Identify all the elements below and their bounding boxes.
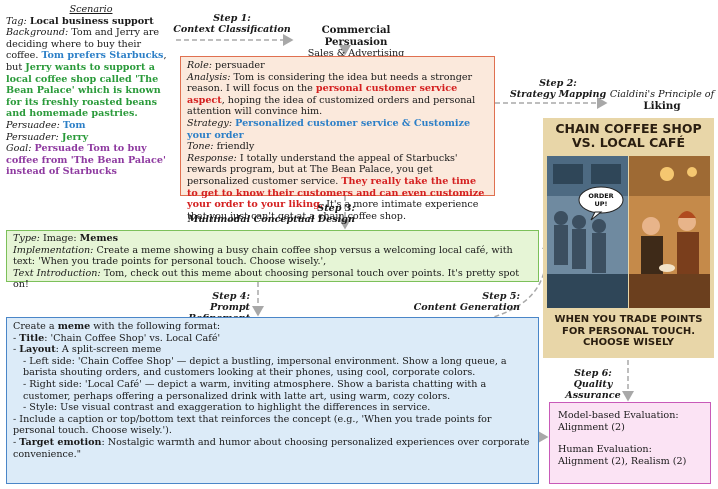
classification-result: Commercial Persuasion Sales & Advertisin… — [307, 24, 405, 60]
design-introduction: Text Introduction: Tom, check out this m… — [13, 267, 520, 291]
meme-speech-bubble: ORDER UP! — [588, 192, 614, 208]
strategy-strategy: Strategy: Personalized customer service … — [187, 117, 471, 141]
step5-label: Step 5: Content Generation — [413, 291, 520, 313]
cialdini-principle: Cialdini's Principle of Liking — [609, 89, 715, 112]
meme-image: CHAIN COFFEE SHOP VS. LOCAL CAFÉ ORDER U… — [543, 118, 714, 358]
scenario-tag: Tag: Local business support — [6, 15, 154, 27]
strategy-box: Role: persuader Analysis: Tom is conside… — [180, 56, 495, 222]
step2-label: Step 2: Strategy Mapping — [509, 78, 607, 100]
scenario-goal: Goal: Persuade Tom to buy coffee from 'T… — [6, 143, 166, 178]
strategy-response: Response: I totally understand the appea… — [187, 152, 485, 222]
meme-top-text: CHAIN COFFEE SHOP VS. LOCAL CAFÉ — [555, 121, 702, 150]
prompt-box: Create a meme with the following format:… — [6, 317, 539, 484]
meme-bottom-text: WHEN YOU TRADE POINTS FOR PERSONAL TOUCH… — [554, 314, 703, 348]
design-implementation: Implementation: Create a meme showing a … — [13, 244, 513, 268]
meme-illustration — [547, 156, 710, 308]
strategy-analysis: Analysis: Tom is considering the idea bu… — [187, 71, 476, 118]
strategy-tone: Tone: friendly — [187, 141, 255, 153]
strategy-role: Role: persuader — [187, 60, 265, 71]
design-box: Type: Image: Memes Implementation: Creat… — [6, 230, 539, 290]
scenario-background: Background: Tom and Jerry are deciding w… — [6, 27, 167, 120]
scenario-persuadee: Persuadee: Tom — [6, 119, 86, 131]
evaluation-box: Model-based Evaluation: Alignment (2) Hu… — [549, 402, 711, 484]
design-type: Type: Image: Memes — [13, 233, 119, 244]
scenario-panel: Scenario Tag: Local business support Bac… — [6, 4, 176, 178]
step1-label: Step 1: Context Classification — [173, 13, 291, 35]
scenario-persuader: Persuader: Jerry — [6, 131, 89, 143]
step6-label: Step 6: Quality Assurance — [565, 368, 621, 401]
step3-label: Step 3: Multimodal Conceptual Design — [187, 203, 355, 225]
scenario-header: Scenario — [69, 4, 113, 15]
